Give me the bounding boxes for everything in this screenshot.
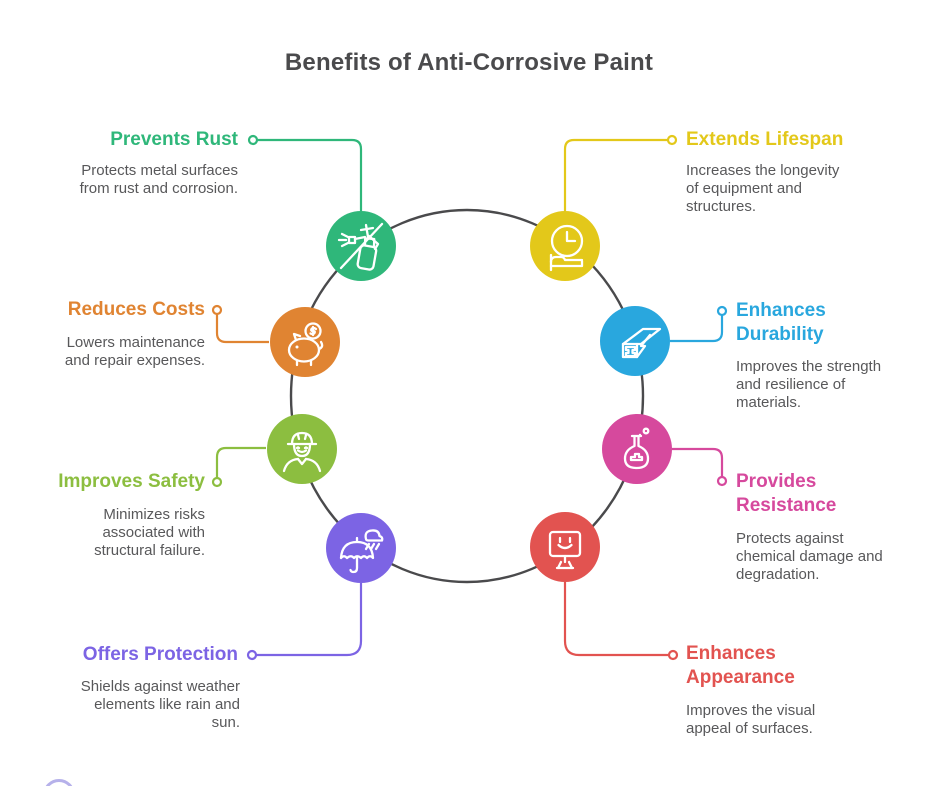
connector-improves-safety bbox=[211, 446, 266, 488]
benefit-description-prevents-rust: Protects metal surfaces from rust and co… bbox=[79, 162, 238, 197]
benefit-description-enhances-durability: Improves the strength and resilience of … bbox=[736, 358, 882, 411]
reduces-costs-node bbox=[270, 307, 340, 377]
enhances-durability-node bbox=[600, 306, 670, 376]
benefit-description-extends-lifespan: Increases the longevity of equipment and… bbox=[686, 162, 840, 215]
connector-dot bbox=[716, 305, 728, 317]
ring-circle bbox=[289, 208, 645, 584]
steel-sheets-icon bbox=[621, 327, 662, 359]
provides-resistance-node bbox=[602, 414, 672, 484]
connector-line bbox=[257, 138, 363, 211]
benefit-title-enhances-appearance: Enhances Appearance bbox=[686, 643, 795, 688]
benefit-title-offers-protection: Offers Protection bbox=[82, 644, 238, 665]
umbrella-rain-icon bbox=[339, 529, 384, 574]
piggy-bank-icon bbox=[287, 322, 324, 367]
benefit-title-extends-lifespan: Extends Lifespan bbox=[686, 129, 844, 150]
offers-protection-node bbox=[326, 513, 396, 583]
connector-dot bbox=[211, 304, 223, 316]
chemical-flask-icon bbox=[623, 427, 650, 470]
connector-line bbox=[672, 447, 724, 477]
connector-line bbox=[563, 138, 668, 211]
connector-offers-protection bbox=[246, 583, 363, 661]
benefit-title-enhances-durability: Enhances Durability bbox=[736, 300, 826, 345]
benefit-title-prevents-rust: Prevents Rust bbox=[110, 129, 238, 150]
connector-dot bbox=[247, 134, 259, 146]
connector-dot bbox=[716, 475, 728, 487]
benefit-title-provides-resistance: Provides Resistance bbox=[736, 471, 837, 516]
connector-line bbox=[215, 446, 266, 478]
prevents-rust-node bbox=[326, 211, 396, 281]
benefit-title-improves-safety: Improves Safety bbox=[58, 471, 205, 492]
connector-reduces-costs bbox=[211, 304, 269, 344]
connector-enhances-durability bbox=[670, 305, 728, 343]
connector-line bbox=[563, 582, 669, 657]
benefit-description-reduces-costs: Lowers maintenance and repair expenses. bbox=[64, 334, 205, 369]
connector-dot bbox=[211, 476, 223, 488]
connector-prevents-rust bbox=[247, 134, 363, 211]
connector-enhances-appearance bbox=[563, 582, 679, 661]
monitor-smiley-icon bbox=[548, 530, 582, 570]
connector-extends-lifespan bbox=[563, 134, 678, 211]
connector-dot bbox=[667, 649, 679, 661]
connector-dot bbox=[666, 134, 678, 146]
extends-lifespan-node bbox=[530, 211, 600, 281]
connector-line bbox=[215, 314, 269, 344]
enhances-appearance-node bbox=[530, 512, 600, 582]
page-title: Benefits of Anti-Corrosive Paint bbox=[284, 49, 654, 76]
connector-line bbox=[256, 583, 363, 657]
benefit-description-offers-protection: Shields against weather elements like ra… bbox=[80, 678, 240, 731]
benefit-description-enhances-appearance: Improves the visual appeal of surfaces. bbox=[686, 702, 816, 737]
connector-line bbox=[670, 315, 724, 343]
construction-worker-icon bbox=[282, 431, 322, 473]
connector-dot bbox=[246, 649, 258, 661]
benefit-description-provides-resistance: Protects against chemical damage and deg… bbox=[736, 530, 883, 583]
connector-provides-resistance bbox=[672, 447, 728, 487]
benefit-title-reduces-costs: Reduces Costs bbox=[67, 299, 205, 320]
clock-lifespan-icon bbox=[549, 224, 584, 272]
improves-safety-node bbox=[267, 414, 337, 484]
spray-no-rust-icon bbox=[337, 222, 384, 271]
benefit-description-improves-safety: Minimizes risks associated with structur… bbox=[94, 506, 205, 559]
